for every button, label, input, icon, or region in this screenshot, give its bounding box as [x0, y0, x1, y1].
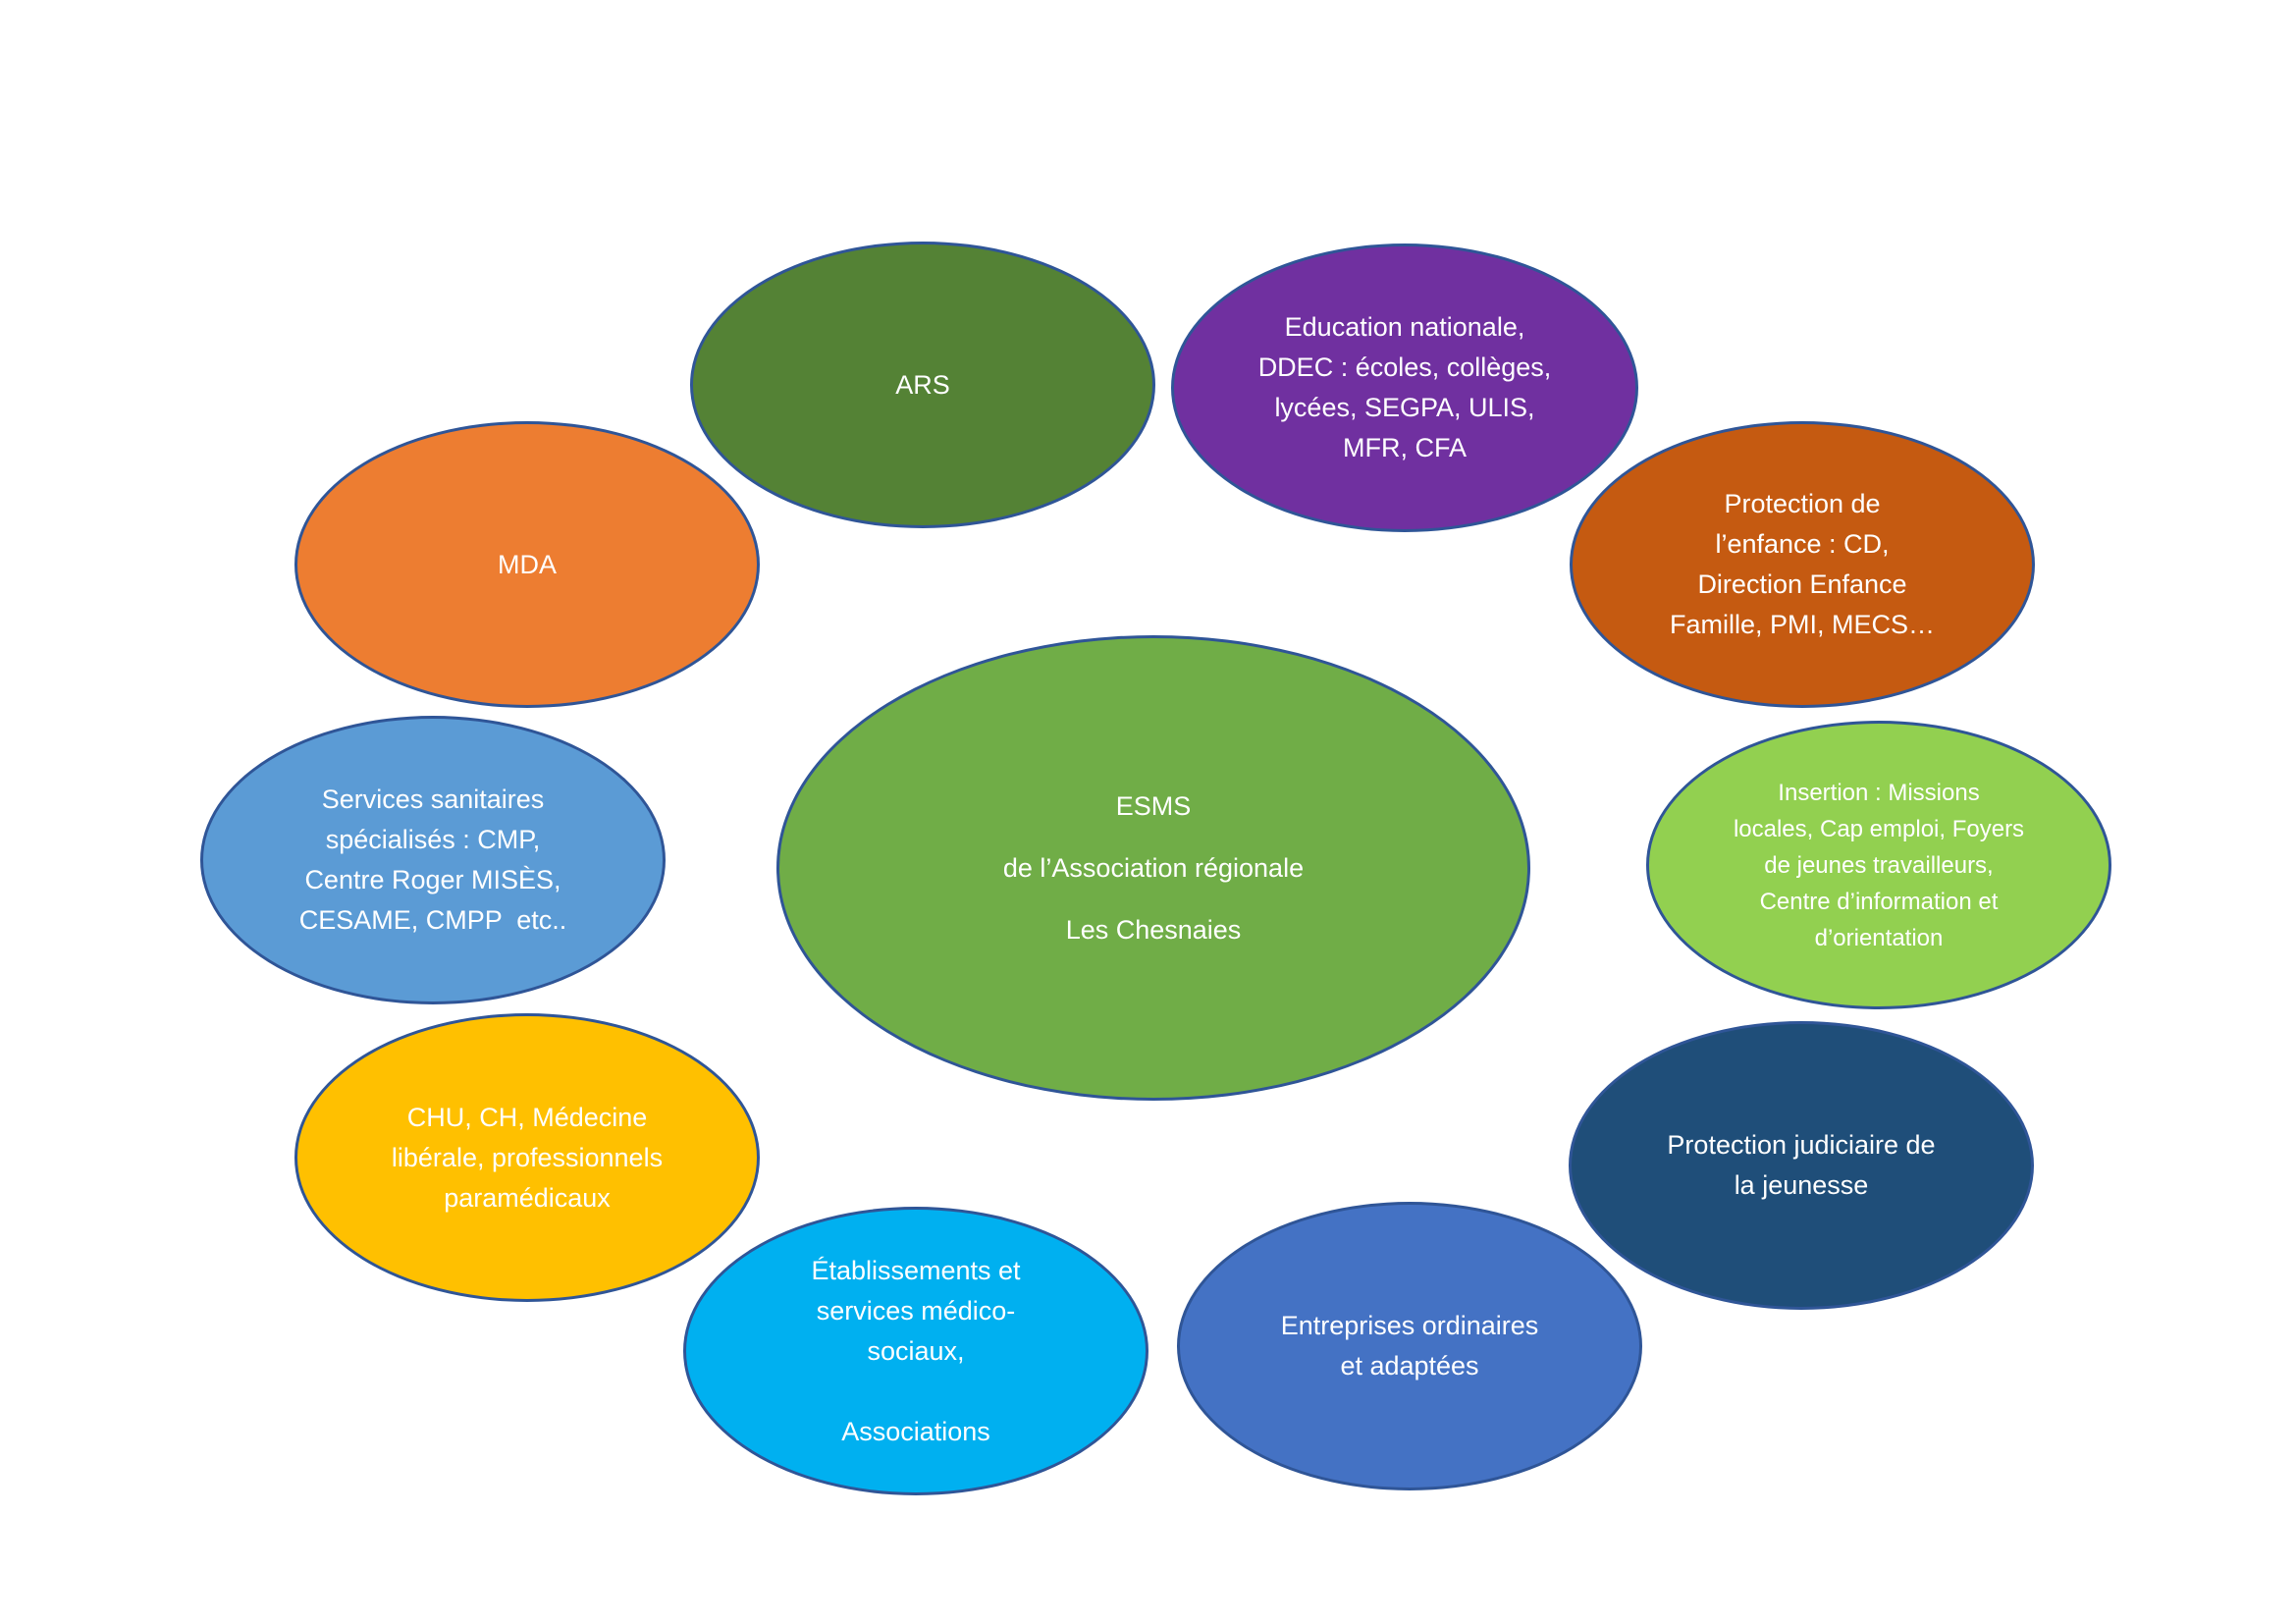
node-label-line: DDEC : écoles, collèges, — [1257, 352, 1552, 382]
node-entreprises: Entreprises ordinaires et adaptées — [1177, 1202, 1642, 1490]
node-label-line: paramédicaux — [444, 1182, 611, 1213]
node-label-line: Établissements et — [811, 1255, 1021, 1285]
node-chu: CHU, CH, Médecine libérale, professionnel… — [294, 1013, 760, 1302]
node-ars: ARS — [690, 242, 1155, 528]
node-label-line: Insertion : Missions — [1778, 779, 1980, 806]
node-label-line: CHU, CH, Médecine — [406, 1102, 648, 1132]
node-label-line: MDA — [498, 549, 557, 579]
node-mda: MDA — [294, 421, 760, 708]
node-label-line: la jeunesse — [1734, 1170, 1869, 1200]
node-label-line: d’orientation — [1814, 924, 1944, 951]
node-label-line: lycées, SEGPA, ULIS, — [1274, 393, 1535, 422]
node-label-line: libérale, professionnels — [391, 1142, 664, 1172]
node-education-nationale: Education nationale, DDEC : écoles, collè… — [1171, 244, 1638, 532]
node-label-line: Associations — [841, 1416, 990, 1446]
node-label-line: Famille, PMI, MECS… — [1669, 610, 1936, 639]
node-label-line: sociaux, — [867, 1335, 965, 1366]
node-label-line: de l’Association régionale — [1002, 852, 1305, 883]
node-label-line: Direction Enfance — [1697, 569, 1907, 599]
node-label-line: Education nationale, — [1284, 312, 1525, 342]
node-label-line: Services sanitaires — [321, 785, 545, 814]
node-label-line: Protection judiciaire de — [1667, 1130, 1936, 1160]
node-insertion: Insertion : Missions locales, Cap emploi,… — [1646, 721, 2111, 1009]
node-services-sanitaires: Services sanitaires spécialisés : CMP, Cen… — [200, 716, 666, 1004]
node-label-line: Centre d’information et — [1759, 888, 1999, 915]
node-label-line: Protection de — [1724, 489, 1881, 518]
node-label-line: ESMS — [1115, 790, 1192, 821]
node-label-line: Centre Roger MISÈS, — [304, 865, 561, 894]
node-label-line: Les Chesnaies — [1065, 914, 1242, 945]
node-label-line: spécialisés : CMP, — [325, 825, 541, 854]
node-label-line: ARS — [895, 369, 950, 400]
node-protection-judiciaire: Protection judiciaire de la jeunesse — [1569, 1021, 2034, 1310]
node-label-line: MFR, CFA — [1343, 433, 1467, 462]
node-label-line: Entreprises ordinaires — [1280, 1311, 1539, 1340]
node-label-line: l’enfance : CD, — [1715, 529, 1890, 559]
node-label-line: et adaptées — [1340, 1351, 1479, 1380]
node-label-line: locales, Cap emploi, Foyers — [1733, 815, 2025, 842]
node-label-line: de jeunes travailleurs, — [1764, 851, 1994, 879]
node-label-line: CESAME, CMPP etc.. — [298, 905, 567, 935]
node-protection-enfance: Protection de l’enfance : CD, Direction En… — [1570, 421, 2035, 708]
node-etablissements: Établissements et services médico-sociaux… — [683, 1207, 1148, 1495]
node-label-line: services médico- — [816, 1295, 1016, 1326]
